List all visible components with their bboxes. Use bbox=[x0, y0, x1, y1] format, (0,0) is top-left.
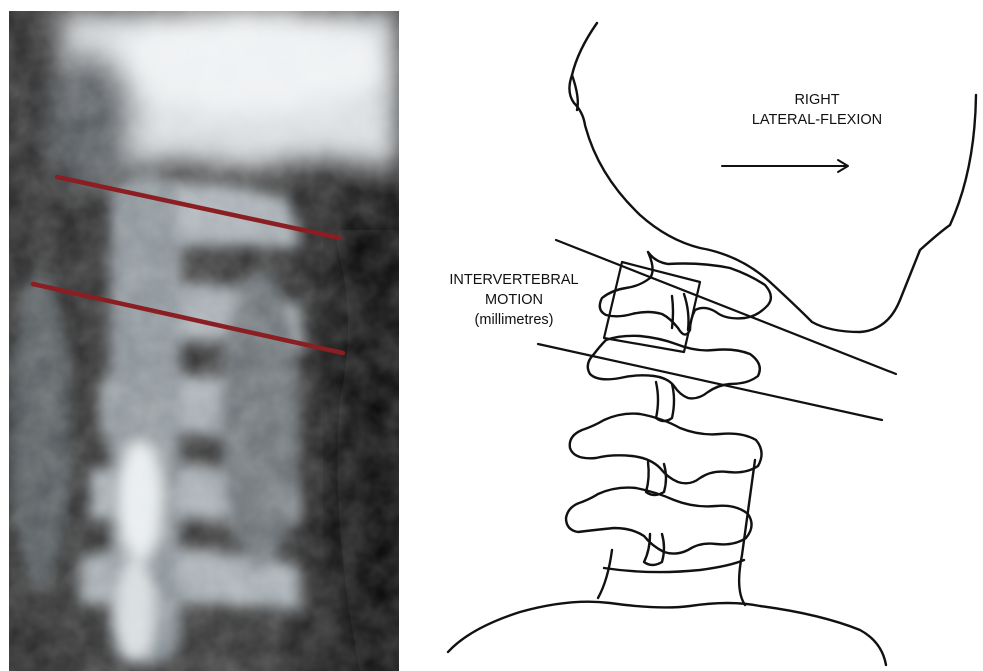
vertebra-c4 bbox=[570, 414, 762, 495]
neck-line-drawing bbox=[448, 23, 976, 665]
direction-label-line1: RIGHT bbox=[794, 92, 839, 108]
xray-image bbox=[9, 5, 399, 671]
head-outline bbox=[569, 23, 976, 332]
motion-label-line2: MOTION bbox=[485, 292, 543, 308]
motion-label-line3: (millimetres) bbox=[475, 312, 554, 328]
motion-label-line1: INTERVERTEBRAL bbox=[449, 272, 578, 288]
collar-base bbox=[604, 560, 744, 572]
lower-reference-line bbox=[538, 344, 882, 420]
neck-left-outline bbox=[598, 550, 612, 598]
neck-front-outline bbox=[739, 460, 755, 605]
vertebra-c3 bbox=[588, 336, 760, 421]
shoulders-outline bbox=[448, 602, 886, 665]
vertebra-c5 bbox=[566, 488, 752, 565]
upper-reference-line bbox=[556, 240, 896, 374]
direction-label-line2: LATERAL-FLEXION bbox=[752, 112, 882, 128]
